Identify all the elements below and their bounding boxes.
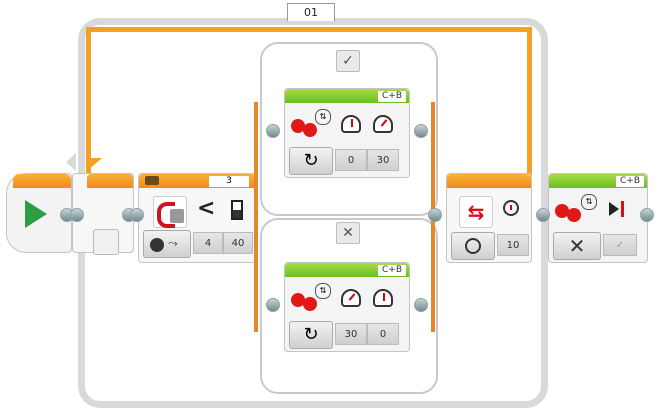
power-value[interactable]: 30 xyxy=(335,323,367,345)
timer-mode-button[interactable] xyxy=(451,232,495,260)
stop-output-connector[interactable] xyxy=(640,208,654,222)
loop-start-header xyxy=(87,174,133,188)
motor-settings-icon: ⇅ xyxy=(315,283,331,299)
timer-icon xyxy=(465,238,481,254)
switch-false-tab[interactable]: ✕ xyxy=(336,222,360,244)
switch-output-connector[interactable] xyxy=(428,208,442,222)
brake-icon xyxy=(609,202,619,216)
motor-ports-label[interactable]: C+B xyxy=(378,265,406,276)
loop-wire-arrow xyxy=(86,158,102,172)
switch-view-toggle-icon[interactable] xyxy=(145,176,159,185)
loop-wire-left xyxy=(86,27,91,177)
mode-on-button[interactable]: ↻ xyxy=(289,321,333,349)
power-value[interactable]: 30 xyxy=(367,149,399,171)
loop-wire-right xyxy=(527,27,532,187)
threshold-value[interactable]: 40 xyxy=(223,232,253,254)
threshold-icon xyxy=(231,200,243,220)
compare-mode-icon xyxy=(150,238,164,252)
loop-name-label[interactable]: 01 xyxy=(287,3,335,21)
move-tank-icon xyxy=(291,111,321,137)
steering-value[interactable]: 0 xyxy=(335,149,367,171)
steering-value[interactable]: 0 xyxy=(367,323,399,345)
loop-wire-top xyxy=(86,27,530,32)
move-tank-block-false[interactable]: C+B ⇅ ↻ 30 0 xyxy=(284,262,410,352)
loop-end-condition-block[interactable]: ⇆ 10 xyxy=(446,173,532,263)
stopwatch-icon xyxy=(503,200,519,216)
switch-input-connector[interactable] xyxy=(130,208,144,222)
stop-input-connector[interactable] xyxy=(536,208,550,222)
motor-settings-icon: ⇅ xyxy=(581,194,597,210)
true-output-connector[interactable] xyxy=(414,124,428,138)
steering-icon xyxy=(373,289,393,307)
false-output-connector[interactable] xyxy=(414,298,428,312)
false-input-connector[interactable] xyxy=(266,298,280,312)
brake-bar-icon xyxy=(621,201,624,217)
rotation-mode-icon: ⤳ xyxy=(168,236,178,250)
mode-on-button[interactable]: ↻ xyxy=(289,147,333,175)
motor-ports-label[interactable]: C+B xyxy=(616,176,644,187)
timer-seconds-value[interactable]: 10 xyxy=(497,234,529,256)
start-block-header xyxy=(13,174,71,188)
steering-icon xyxy=(341,115,361,133)
true-input-connector[interactable] xyxy=(266,124,280,138)
move-tank-stop-block[interactable]: C+B ⇅ ✕ ✓ xyxy=(548,173,648,263)
power-icon xyxy=(373,115,393,133)
threshold-compare-value[interactable]: 4 xyxy=(193,232,223,254)
mode-off-button[interactable]: ✕ xyxy=(553,232,601,260)
compare-mode-button[interactable]: ⤳ xyxy=(143,230,191,258)
switch-case-count[interactable]: 3 xyxy=(209,176,249,187)
motor-rotation-sensor-icon[interactable] xyxy=(153,196,187,228)
motor-settings-icon: ⇅ xyxy=(315,109,331,125)
motor-ports-label[interactable]: C+B xyxy=(378,91,406,102)
play-icon[interactable] xyxy=(25,200,47,228)
move-tank-icon xyxy=(291,285,321,311)
loop-end-header xyxy=(447,174,531,188)
switch-wire-left xyxy=(254,102,258,332)
loop-interrupt-slot xyxy=(93,229,119,255)
loop-start-input-connector[interactable] xyxy=(70,208,84,222)
move-tank-block-true[interactable]: C+B ⇅ ↻ 0 30 xyxy=(284,88,410,178)
loop-exit-icon: ⇆ xyxy=(459,196,493,228)
power-icon xyxy=(341,289,361,307)
switch-true-tab[interactable]: ✓ xyxy=(336,50,360,72)
less-than-icon: < xyxy=(197,196,216,221)
loop-start-arrow xyxy=(66,153,76,171)
move-tank-icon xyxy=(555,196,585,222)
switch-condition-block[interactable]: 3 < ⤳ 4 40 xyxy=(138,173,256,263)
brake-at-end-value[interactable]: ✓ xyxy=(603,234,637,256)
